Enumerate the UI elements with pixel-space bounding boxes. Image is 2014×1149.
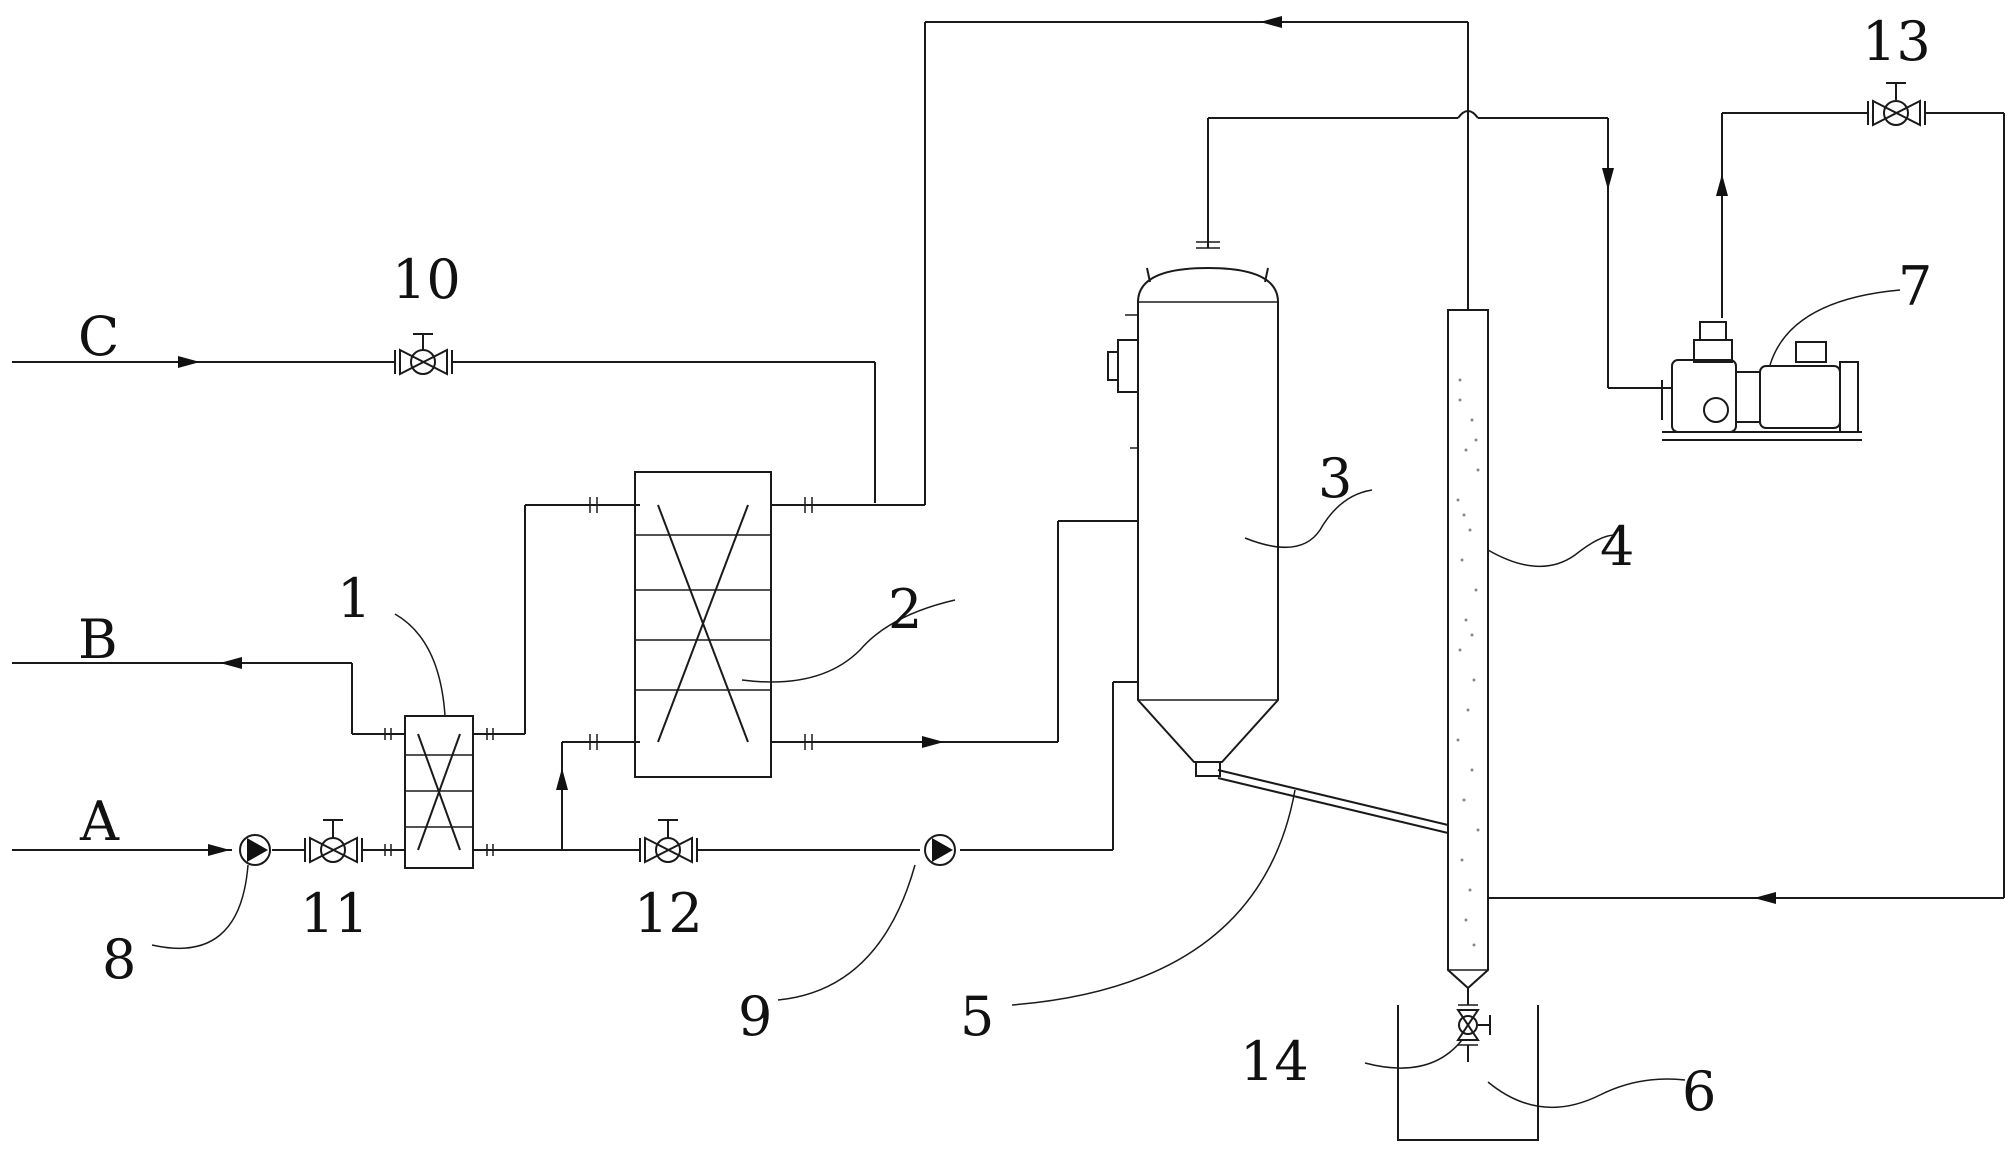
column-4 [1447,309,1489,990]
stream-b-line [12,657,405,735]
labels: C B A 1 2 3 4 5 6 7 8 9 10 11 12 13 14 [78,10,1932,1123]
pump-9 [924,834,956,866]
hx2-outlet-pipes [771,16,1469,748]
label-10: 10 [392,248,461,311]
stream-a-line [12,844,405,856]
return-line-13 [1488,112,2005,904]
vapor-line-to-compressor [1207,110,1672,389]
label-14: 14 [1240,1030,1309,1093]
label-7: 7 [1898,255,1932,318]
hx1-to-hx2-pipes [473,504,640,851]
leader-lines [151,289,1901,1109]
label-5: 5 [960,985,994,1048]
label-stream-c: C [78,305,119,368]
label-1: 1 [337,567,371,630]
label-3: 3 [1318,447,1352,510]
label-8: 8 [102,928,136,991]
stream-c-line [12,356,876,503]
compressor-7 [1661,321,1862,441]
heat-exchanger-1 [384,715,494,869]
pump-8 [239,834,271,866]
label-12: 12 [634,882,703,945]
label-9: 9 [738,985,772,1048]
pipe-5 [1217,769,1449,834]
vessel-3 [1107,241,1279,777]
label-2: 2 [888,578,922,641]
valve-12 [639,819,698,864]
heat-exchanger-2 [589,471,813,778]
tank-6 [1397,1005,1539,1141]
label-13: 13 [1862,10,1931,73]
label-stream-b: B [78,608,118,671]
valve-13 [1867,82,1926,127]
valve-10 [394,333,453,376]
label-stream-a: A [79,790,120,853]
label-4: 4 [1600,515,1634,578]
label-6: 6 [1682,1060,1716,1123]
feed-line-to-vessel [562,681,1138,851]
valve-14 [1456,988,1491,1062]
label-11: 11 [300,882,369,945]
valve-11 [304,819,363,864]
